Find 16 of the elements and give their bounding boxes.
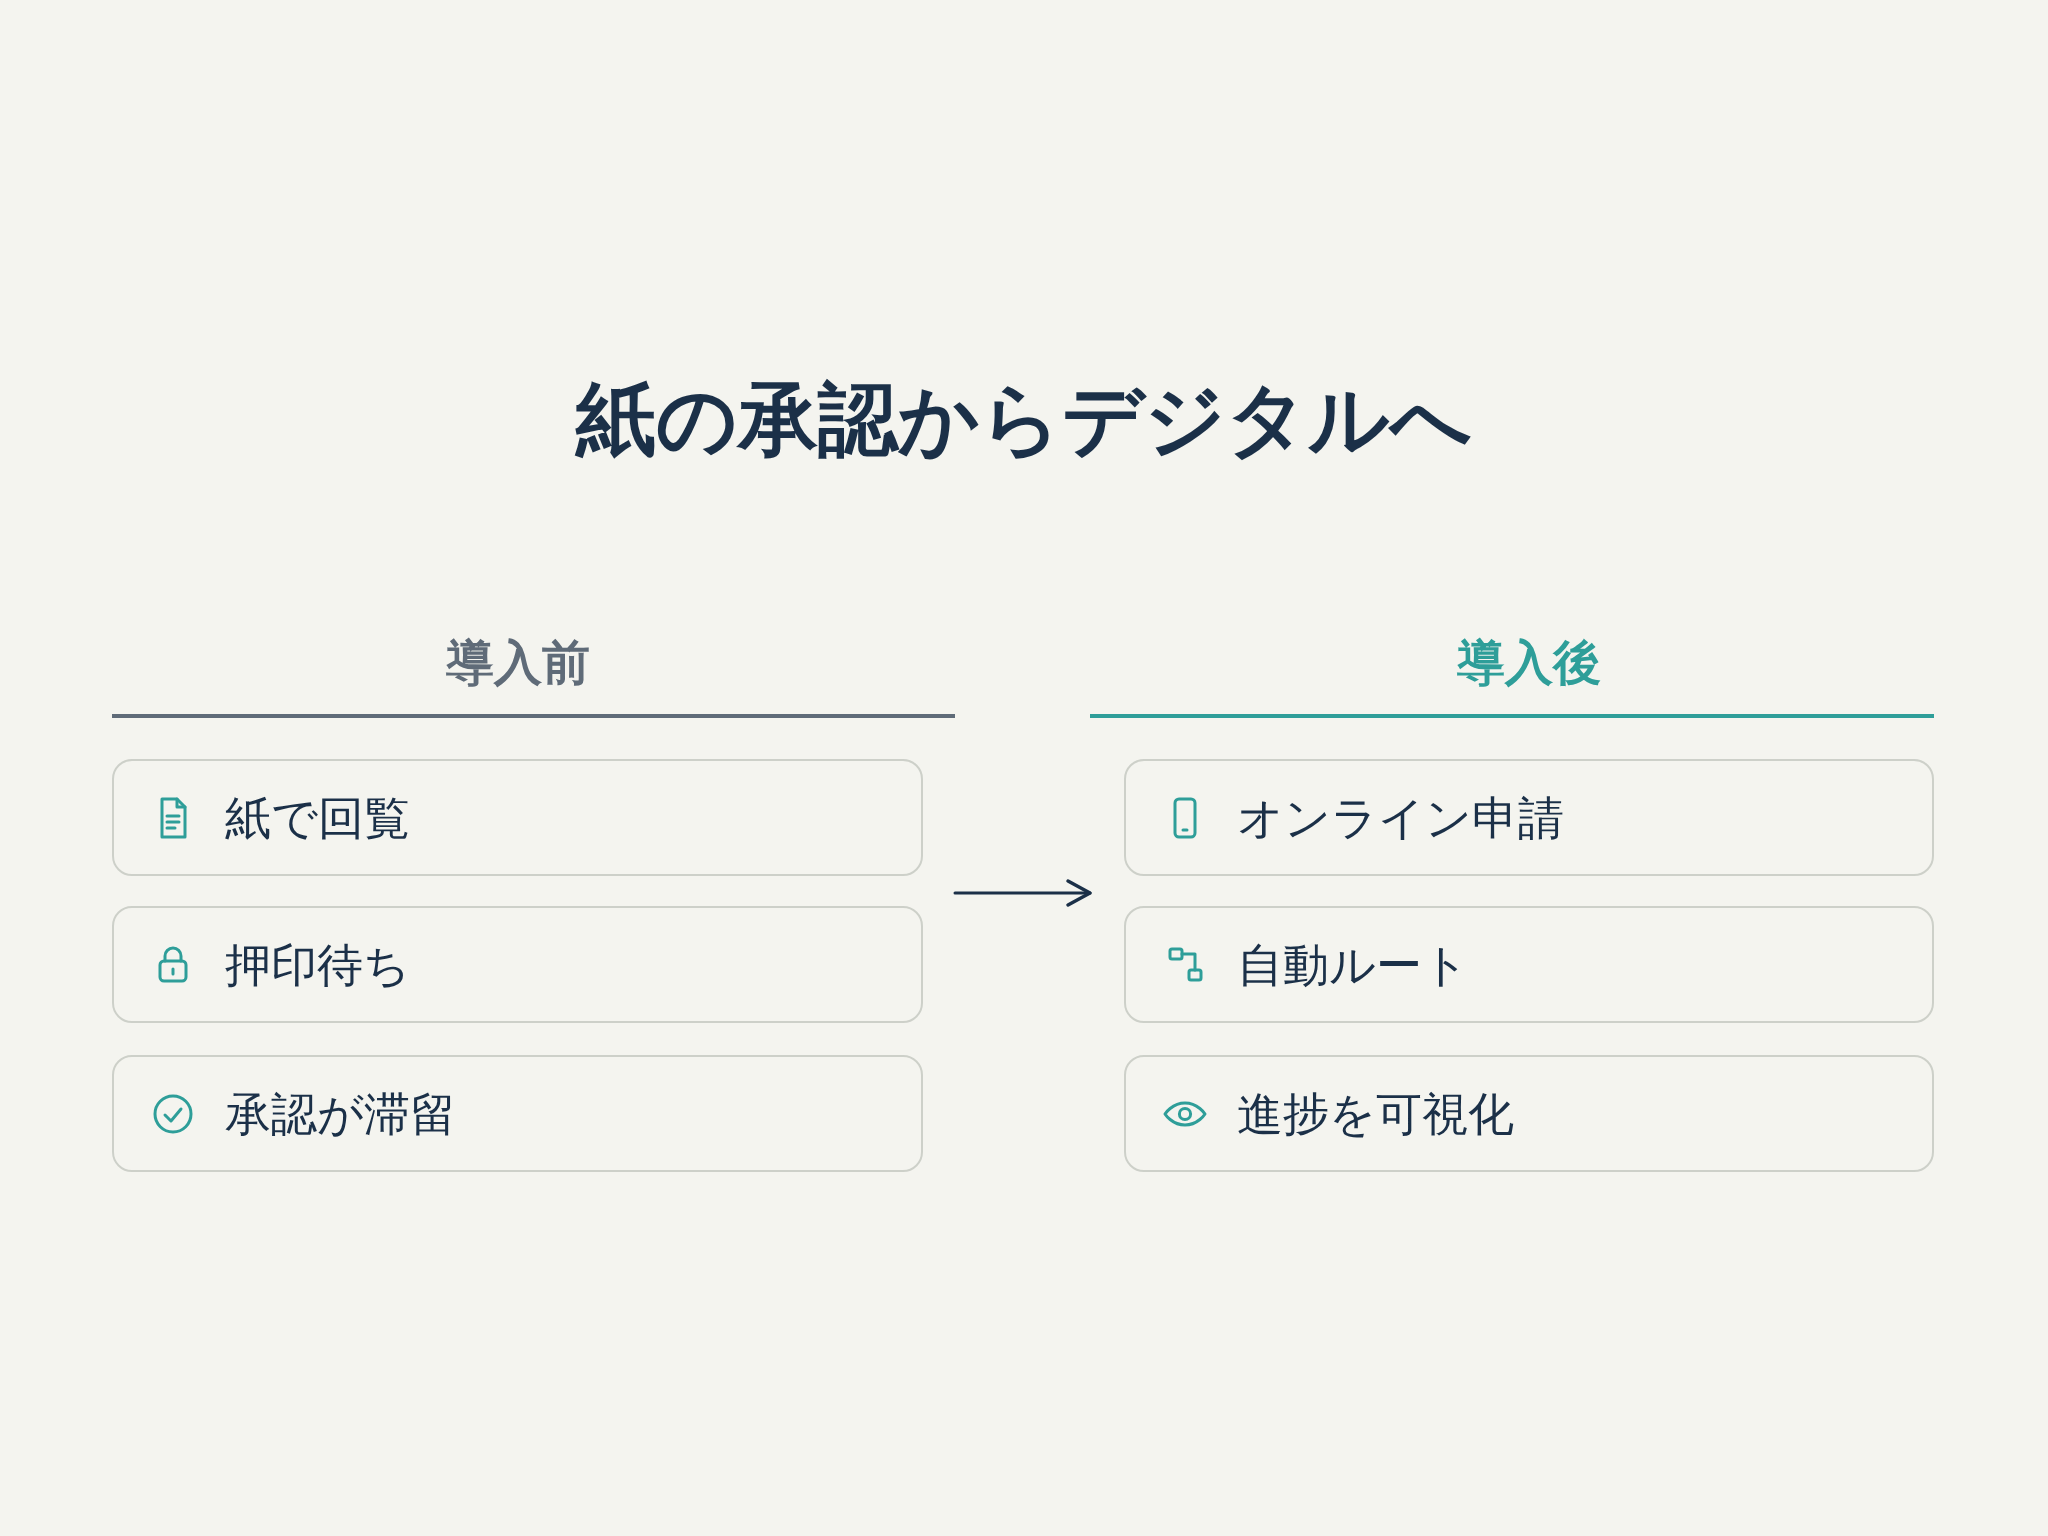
item-card: [1124, 1055, 1934, 1172]
item-card: [112, 906, 923, 1023]
column-heading: 導入前: [445, 633, 590, 692]
item-text: 自動ルート: [1237, 936, 1469, 993]
item-text: 承認が滞留: [225, 1085, 456, 1142]
item-text: 進捗を可視化: [1237, 1085, 1514, 1142]
item-card: [112, 1055, 923, 1172]
item-card: [1124, 759, 1934, 876]
item-card: [112, 759, 923, 876]
item-card: [1124, 906, 1934, 1023]
item-text: オンライン申請: [1237, 789, 1564, 846]
item-text: 紙で回覧: [225, 789, 410, 846]
column-heading: 導入後: [1457, 633, 1601, 692]
arrow: [953, 879, 1092, 907]
title: 紙の承認からデジタルへ: [576, 372, 1472, 468]
item-text: 押印待ち: [225, 936, 410, 993]
